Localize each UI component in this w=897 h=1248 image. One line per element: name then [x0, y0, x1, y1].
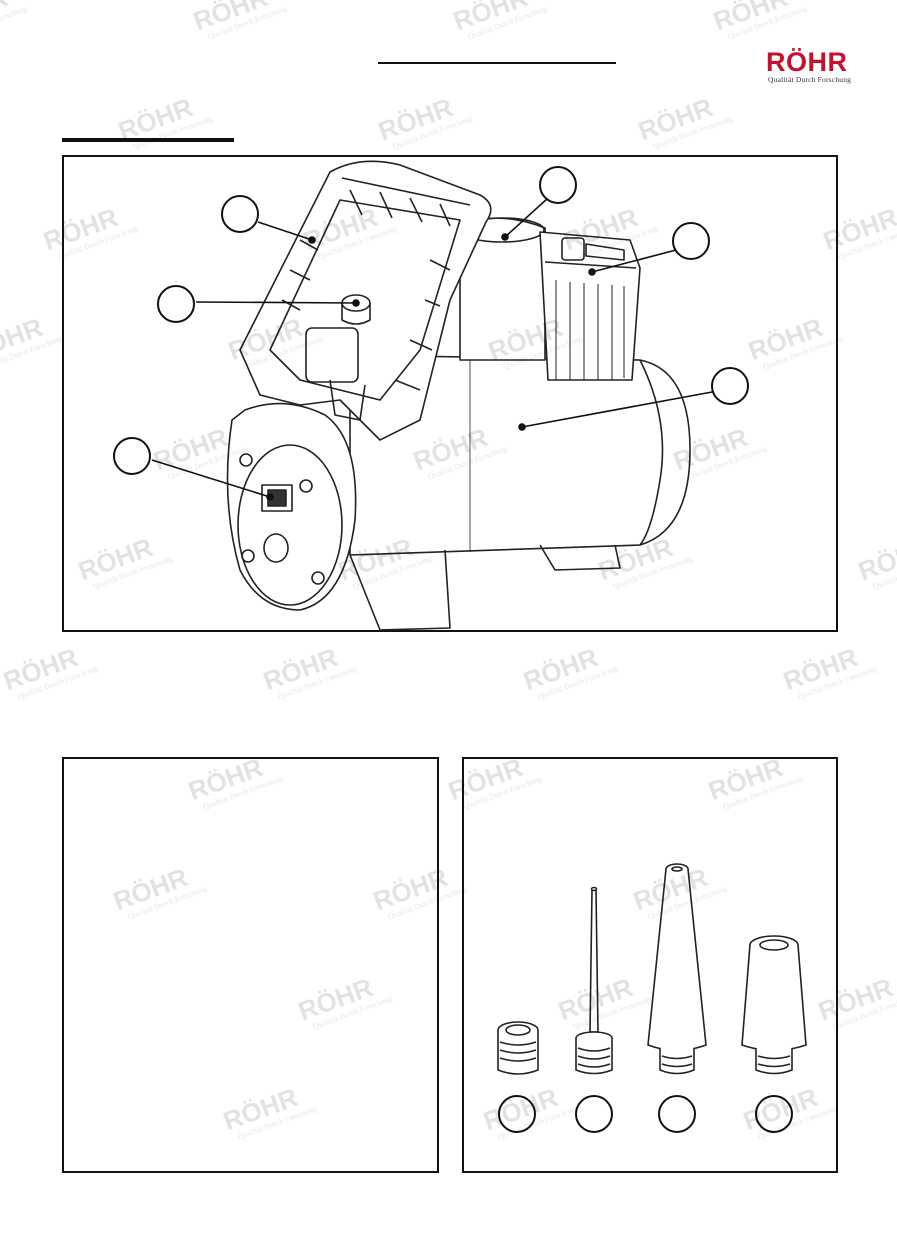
- callout-power-switch: [113, 437, 151, 475]
- long-cone-nozzle-drawing: [647, 863, 707, 1075]
- header-rule: [378, 62, 616, 64]
- callout-long-nozzle: [658, 1095, 696, 1133]
- callout-needle-adapter: [575, 1095, 613, 1133]
- needle-adapter-drawing: [575, 886, 613, 1075]
- short-cone-nozzle-drawing: [741, 935, 807, 1075]
- accessories-panel-frame: [462, 757, 838, 1173]
- callout-valve-adapter: [498, 1095, 536, 1133]
- brand-logo: RÖHR Qualität Durch Forschung: [766, 47, 851, 84]
- section-heading-rule: [62, 138, 234, 142]
- valve-adapter-drawing: [497, 1021, 539, 1075]
- accessories-drawing: [497, 863, 807, 1075]
- callout-cylinder-head: [672, 222, 710, 260]
- callout-gauge: [157, 285, 195, 323]
- callout-handle: [221, 195, 259, 233]
- callout-leaders: [151, 197, 713, 501]
- callout-motor: [539, 166, 577, 204]
- compressor-figure-frame: [62, 155, 838, 632]
- compressor-body-drawing: [226, 160, 691, 631]
- logo-tagline: Qualität Durch Forschung: [768, 75, 852, 84]
- logo-wordmark: RÖHR: [766, 47, 848, 77]
- specs-panel-frame: [62, 757, 439, 1173]
- callout-tank: [711, 367, 749, 405]
- callout-short-nozzle: [755, 1095, 793, 1133]
